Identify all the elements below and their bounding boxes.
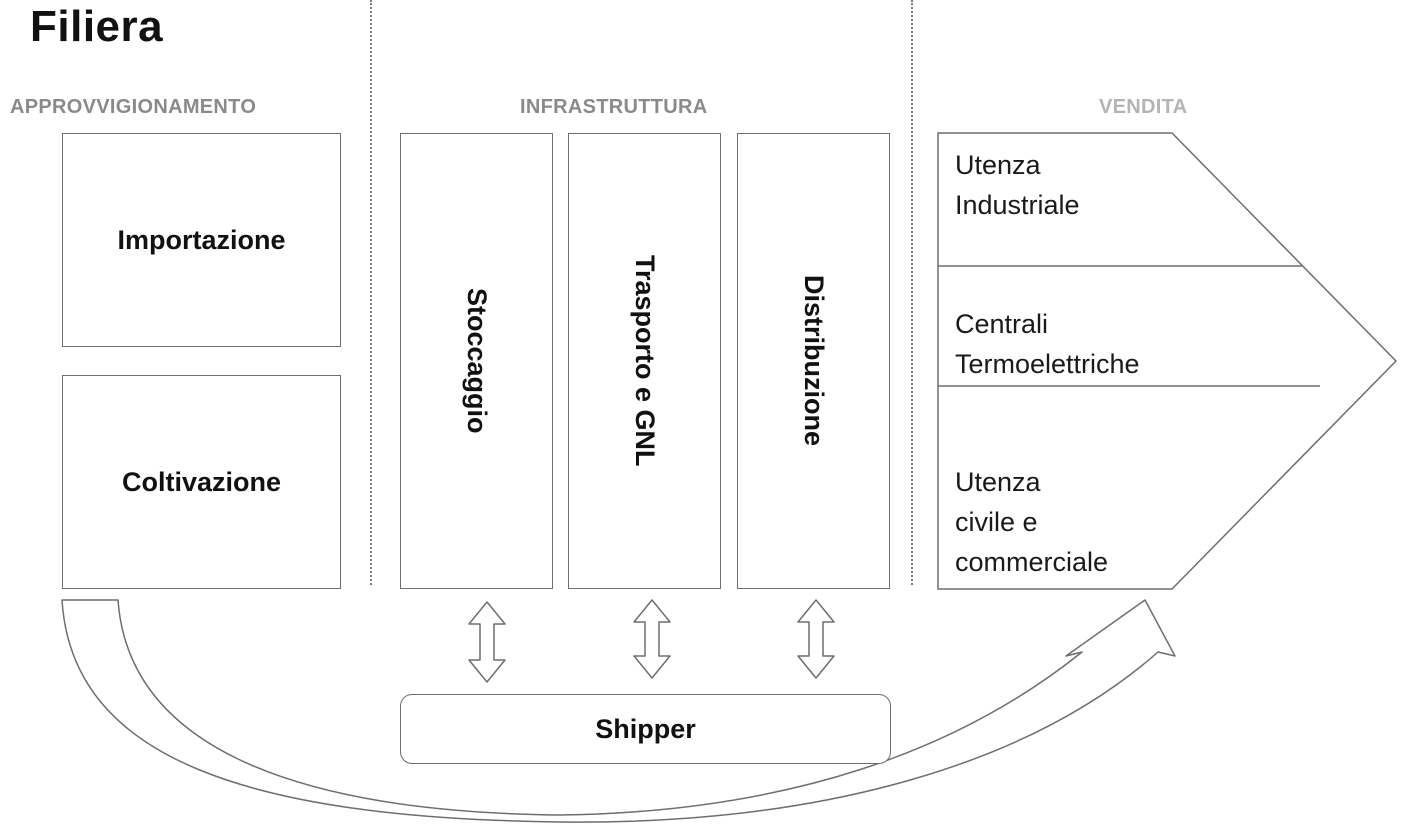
vendita-item-civile: Utenza civile e commerciale (955, 467, 1109, 577)
stoccaggio-box: Stoccaggio (400, 133, 553, 589)
shipper-label: Shipper (595, 713, 696, 744)
trasporto-label: Trasporto e GNL (630, 255, 660, 467)
flow-curved-arrow (61, 599, 1176, 823)
distribuzione-box: Distribuzione (737, 133, 890, 589)
vendita-item-industriale: Utenza Industriale (955, 150, 1080, 220)
trasporto-box: Trasporto e GNL (568, 133, 721, 589)
double-arrow-icon-trasporto (633, 599, 671, 679)
vendita-item-centrali: Centrali Termoelettriche (955, 309, 1140, 379)
shipper-box: Shipper (400, 694, 891, 764)
importazione-box: Importazione (62, 133, 341, 347)
section-label-infrastruttura: INFRASTRUTTURA (520, 96, 708, 118)
vendita-arrow-shape (937, 132, 1398, 590)
double-arrow-icon-stoccaggio (468, 601, 506, 683)
diagram-title: Filiera (30, 2, 164, 51)
stoccaggio-label: Stoccaggio (462, 288, 492, 434)
divider-left (370, 0, 372, 585)
double-arrow-icon-distribuzione (797, 599, 835, 679)
section-label-approvvigionamento: APPROVVIGIONAMENTO (10, 96, 257, 118)
section-label-vendita: VENDITA (1099, 96, 1188, 118)
distribuzione-label: Distribuzione (799, 275, 829, 447)
coltivazione-box: Coltivazione (62, 375, 341, 589)
importazione-label: Importazione (117, 224, 286, 255)
coltivazione-label: Coltivazione (121, 466, 282, 497)
divider-right (911, 0, 913, 585)
